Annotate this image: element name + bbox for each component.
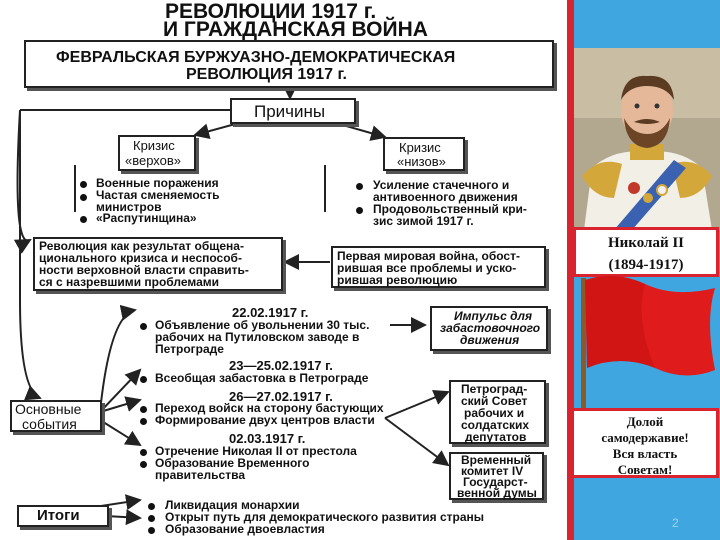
revolution-diagram: РЕВОЛЮЦИИ 1917 г. И ГРАЖДАНСКАЯ ВОЙНА ФЕ… — [10, 0, 554, 536]
impulse-line: движения — [460, 333, 520, 347]
bullet — [80, 181, 87, 188]
national-crisis-line: ся с назревшими проблемами — [39, 275, 220, 289]
event-item: Всеобщая забастовка в Петрограде — [155, 371, 369, 385]
world-war-line: рившая революцию — [337, 273, 458, 287]
main-events-line1: Основные — [15, 401, 82, 417]
bullet — [148, 515, 155, 522]
soviet-line: рабочих и — [464, 406, 525, 420]
bottom-cause-item: Усиление стачечного и — [373, 178, 510, 192]
header-line-1: ФЕВРАЛЬСКАЯ БУРЖУАЗНО-ДЕМОКРАТИЧЕСКАЯ — [56, 49, 456, 66]
soviet-line: ский Совет — [461, 394, 528, 408]
bullet — [140, 323, 147, 330]
crisis-bottom-box: Кризис «низов» — [383, 137, 465, 171]
duma-line: Временный — [461, 453, 532, 467]
event-item: Формирование двух центров власти — [155, 413, 375, 427]
event-item: правительства — [155, 468, 245, 482]
result-item: Образование двоевластия — [165, 522, 325, 536]
world-war-box: Первая мировая война, обост- рившая все … — [331, 246, 546, 288]
event-date: 26—27.02.1917 г. — [229, 389, 333, 404]
soviet-line: депутатов — [465, 430, 527, 444]
bullet — [148, 527, 155, 534]
duma-line: венной думы — [457, 486, 537, 500]
impulse-box: Импульс для забастовочного движения — [430, 306, 548, 351]
crisis-top-line1: Кризис — [133, 138, 175, 153]
slogan-box: Долой самодержавие! Вся власть Советам! — [571, 408, 719, 478]
event-item: Отречение Николая II от престола — [155, 444, 357, 458]
top-cause-item: Частая сменяемость — [96, 188, 220, 202]
diagram-title: РЕВОЛЮЦИИ 1917 г. — [165, 0, 377, 23]
bullet — [140, 449, 147, 456]
main-events-line2: события — [22, 416, 77, 432]
national-crisis-line: Революция как результат общена- — [39, 239, 244, 253]
top-cause-item: Военные поражения — [96, 176, 219, 190]
diagram-subtitle: И ГРАЖДАНСКАЯ ВОЙНА — [163, 18, 428, 41]
portrait-caption: Николай II (1894-1917) — [573, 227, 719, 277]
header-line-2: РЕВОЛЮЦИЯ 1917 г. — [186, 66, 347, 83]
world-war-line: рившая все проблемы и уско- — [337, 261, 517, 275]
red-flag — [581, 275, 715, 435]
bottom-cause-item: Продовольственный кри- — [373, 202, 527, 216]
crisis-bottom-line2: «низов» — [397, 154, 446, 169]
bottom-cause-item: антивоенного движения — [373, 190, 518, 204]
main-events-box: Основные события — [10, 400, 102, 432]
diagram-connectors — [13, 84, 450, 526]
crisis-top-line2: «верхов» — [125, 153, 182, 168]
national-crisis-line: ности верховной власти справить- — [39, 263, 249, 277]
duma-line: Государст- — [463, 475, 528, 489]
top-cause-item: министров — [96, 200, 162, 214]
causes-label: Причины — [254, 102, 326, 121]
nicholas-ii-portrait — [574, 48, 720, 230]
petrograd-soviet-box: Петроград- ский Совет рабочих и солдатск… — [449, 380, 546, 444]
bullet — [80, 194, 87, 201]
national-crisis-line: ционального кризиса и неспособ- — [39, 251, 242, 265]
event-item: Переход войск на сторону бастующих — [155, 401, 384, 415]
bullet — [140, 376, 147, 383]
duma-line: комитет IV — [461, 464, 524, 478]
bullet — [140, 461, 147, 468]
results-box: Итоги — [17, 505, 109, 527]
result-item: Ликвидация монархии — [165, 498, 300, 512]
bullet — [356, 207, 363, 214]
bullet — [140, 418, 147, 425]
february-revolution-box: ФЕВРАЛЬСКАЯ БУРЖУАЗНО-ДЕМОКРАТИЧЕСКАЯ РЕ… — [24, 40, 554, 88]
bullet — [148, 503, 155, 510]
soviet-line: Петроград- — [461, 382, 528, 396]
bullet — [80, 216, 87, 223]
crisis-bottom-line1: Кризис — [399, 140, 441, 155]
bullet — [356, 183, 363, 190]
impulse-line: забастовочного — [440, 321, 541, 335]
soviet-line: солдатских — [461, 418, 530, 432]
impulse-line: Импульс для — [454, 309, 533, 323]
results-label: Итоги — [37, 507, 80, 524]
bullet — [140, 406, 147, 413]
red-divider — [567, 0, 574, 540]
bottom-cause-item: зис зимой 1917 г. — [373, 214, 474, 228]
event-date: 23—25.02.1917 г. — [229, 358, 333, 373]
slogan-line: Долой — [626, 414, 664, 429]
top-cause-item: «Распутинщина» — [96, 211, 197, 225]
event-date: 02.03.1917 г. — [229, 431, 306, 446]
caption-name: Николай II — [607, 235, 685, 251]
event-item: Образование Временного — [155, 456, 310, 470]
crisis-top-box: Кризис «верхов» — [118, 135, 196, 171]
slogan-line: Вся власть — [612, 446, 678, 461]
world-war-line: Первая мировая война, обост- — [337, 249, 520, 263]
page-number: 2 — [672, 516, 679, 530]
caption-years: (1894-1917) — [608, 257, 684, 273]
slogan-line: Советам! — [617, 462, 673, 477]
slogan-line: самодержавие! — [601, 430, 689, 445]
duma-committee-box: Временный комитет IV Государст- венной д… — [449, 452, 544, 500]
event-item: рабочих на Путиловском заводе в — [155, 330, 360, 344]
event-item: Объявление об увольнении 30 тыс. — [155, 318, 370, 332]
national-crisis-box: Революция как результат общена- циональн… — [33, 237, 283, 291]
result-item: Открыт путь для демократического развити… — [165, 510, 485, 524]
event-item: Петрограде — [155, 342, 224, 356]
causes-box: Причины — [230, 98, 356, 124]
event-date: 22.02.1917 г. — [232, 305, 309, 320]
